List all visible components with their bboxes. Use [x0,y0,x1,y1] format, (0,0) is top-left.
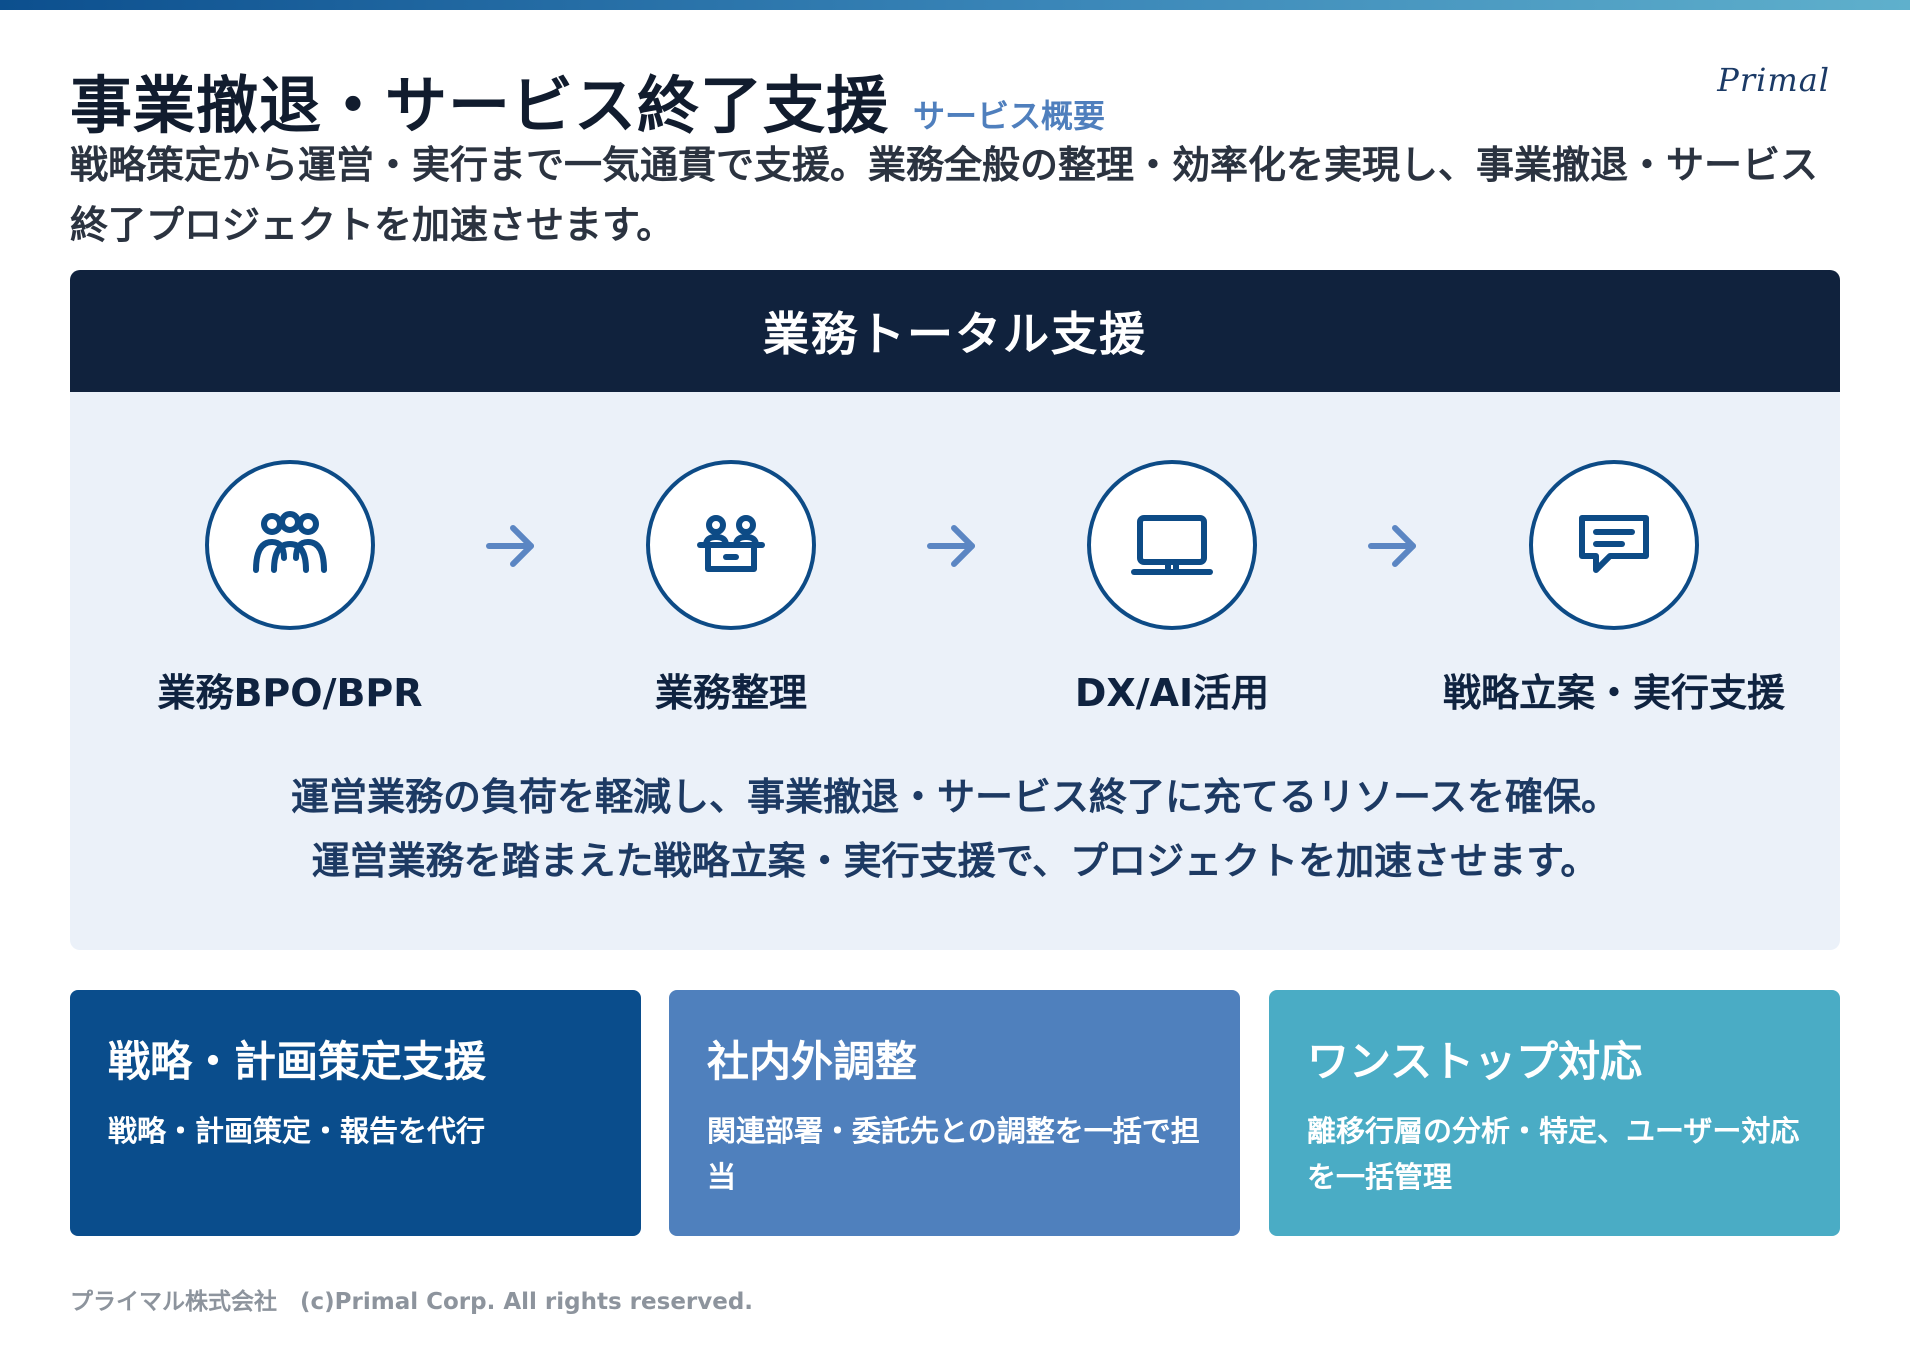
total-support-panel: 業務トータル支援 業務BPO/BPR [70,270,1840,950]
chat-bubble-icon [1579,515,1649,573]
step-label: 業務BPO/BPR [157,671,423,715]
panel-title: 業務トータル支援 [70,270,1840,392]
card-one-stop: ワンストップ対応 離移行層の分析・特定、ユーザー対応を一括管理 [1269,990,1840,1236]
card-title: 戦略・計画策定支援 [108,1037,487,1086]
laptop-icon [1131,515,1213,575]
summary-line: 運営業務の負荷を軽減し、事業撤退・サービス終了に充てるリソースを確保。 [290,775,1620,819]
section-tag: サービス概要 [913,97,1106,135]
arrow-right-icon [927,525,975,567]
card-text: 関連部署・委託先との調整を一括で担当 [707,1114,1200,1194]
card-text: 離移行層の分析・特定、ユーザー対応を一括管理 [1307,1114,1800,1194]
step-icon-circle [646,460,816,630]
page-title: 事業撤退・サービス終了支援 [70,69,890,142]
meeting-table-icon [697,515,765,572]
primal-logo: Primal [1717,61,1830,99]
step-icon-circle [1529,460,1699,630]
step-business-organize: 業務整理 [511,460,951,717]
top-accent-bar [0,0,1910,10]
step-strategy-execution: 戦略立案・実行支援 [1394,460,1834,717]
process-steps: 業務BPO/BPR 業務整理 [70,460,1840,715]
lead-text: 戦略策定から運営・実行まで一気通貫で支援。業務全般の整理・効率化を実現し、事業撤… [70,143,1819,247]
people-group-icon [253,511,327,573]
card-text: 戦略・計画策定・報告を代行 [108,1114,486,1148]
step-bpo-bpr: 業務BPO/BPR [70,460,510,717]
step-dx-ai: DX/AI活用 [952,460,1392,717]
page-header: 事業撤退・サービス終了支援 サービス概要 Primal [70,55,1840,145]
card-coordination: 社内外調整 関連部署・委託先との調整を一括で担当 [669,990,1240,1236]
step-icon-circle [205,460,375,630]
card-strategy-planning: 戦略・計画策定支援 戦略・計画策定・報告を代行 [70,990,641,1236]
feature-cards: 戦略・計画策定支援 戦略・計画策定・報告を代行 社内外調整 関連部署・委託先との… [70,990,1840,1236]
step-label: 業務整理 [654,671,807,715]
panel-summary: 運営業務の負荷を軽減し、事業撤退・サービス終了に充てるリソースを確保。 運営業務… [70,765,1840,893]
copyright-footer: プライマル株式会社 (c)Primal Corp. All rights res… [70,1289,754,1315]
title-row: 事業撤退・サービス終了支援 サービス概要 [70,55,1840,145]
arrow-right-icon [1368,525,1416,567]
step-icon-circle [1087,460,1257,630]
step-label: 戦略立案・実行支援 [1442,671,1785,715]
summary-line: 運営業務を踏まえた戦略立案・実行支援で、プロジェクトを加速させます。 [311,839,1599,883]
card-title: 社内外調整 [707,1037,918,1086]
step-label: DX/AI活用 [1074,671,1270,715]
card-title: ワンストップ対応 [1307,1037,1643,1086]
arrow-right-icon [486,525,534,567]
